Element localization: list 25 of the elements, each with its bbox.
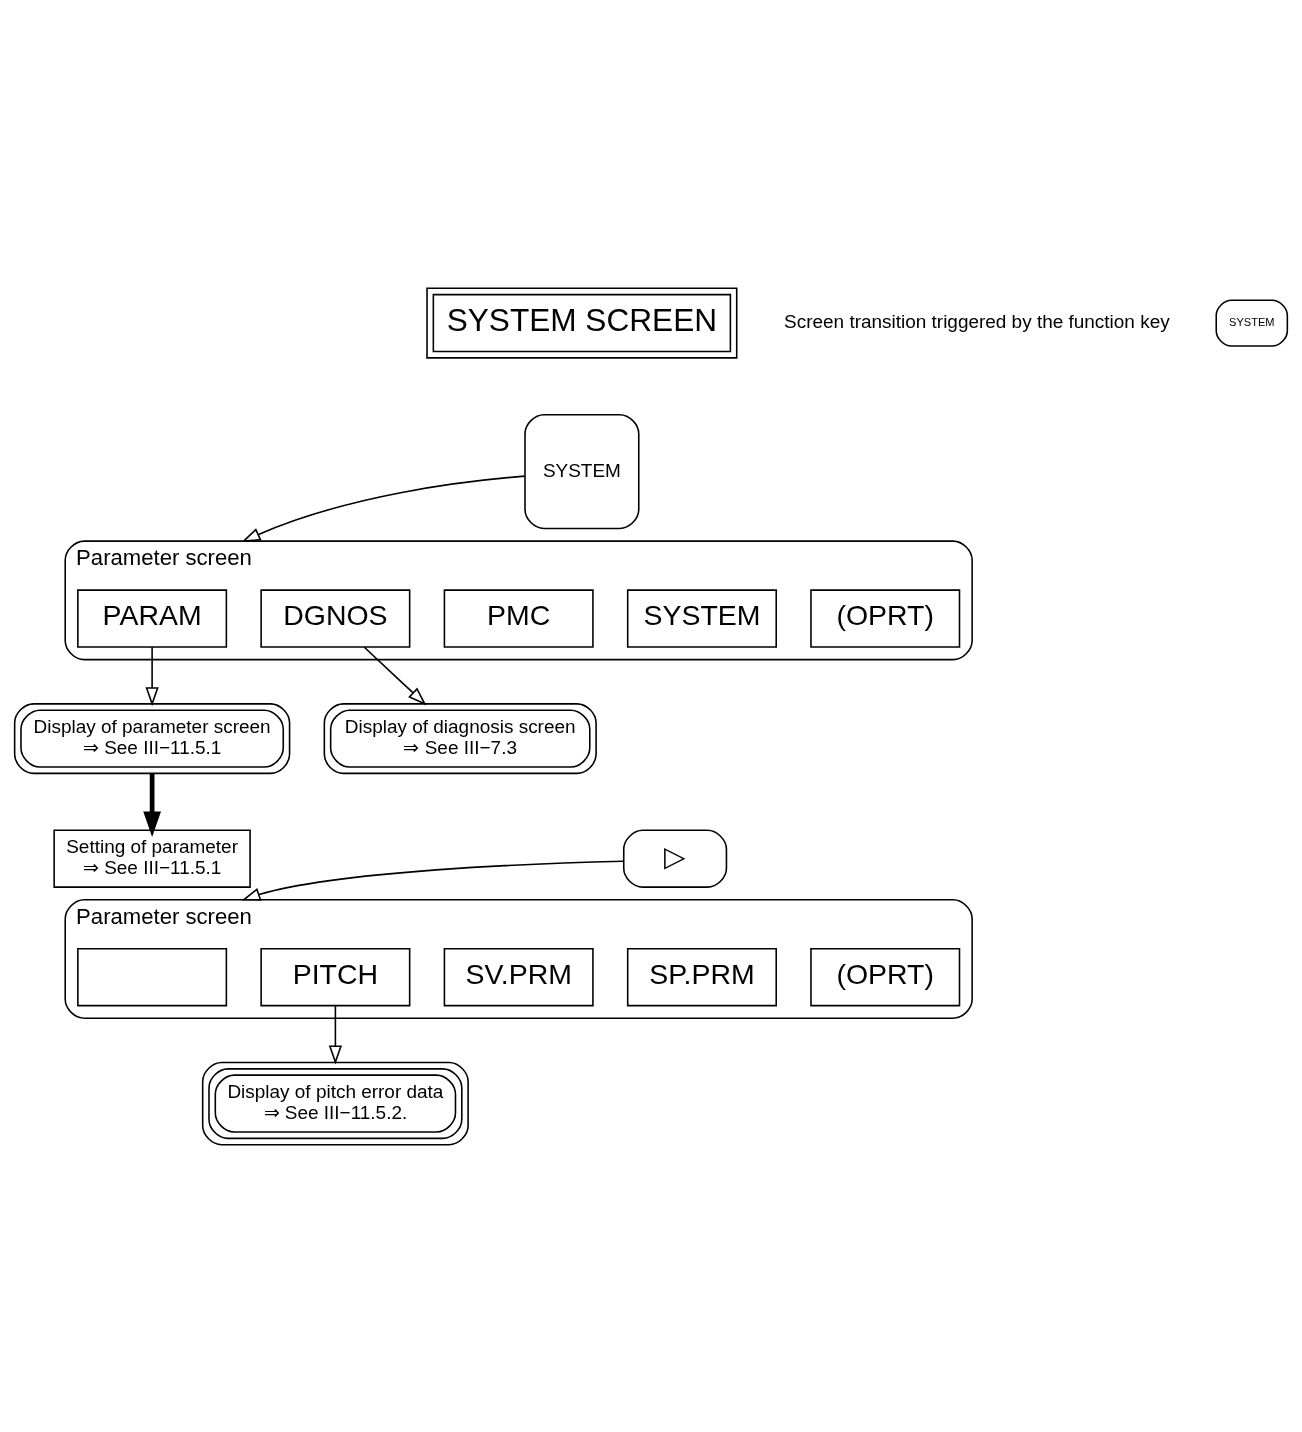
node-box: Display of pitch error data ⇒ See III−11.5.2. — [201, 1061, 469, 1145]
node-box: SV.PRM — [443, 947, 594, 1006]
node-box: SYSTEM — [524, 413, 640, 529]
node-box: Display of diagnosis screen ⇒ See III−7.3 — [323, 702, 597, 774]
node-box: PITCH — [260, 947, 411, 1006]
arrow — [328, 1004, 343, 1064]
arrow — [363, 645, 427, 705]
arrow — [145, 645, 159, 706]
node-box: SP.PRM — [626, 947, 777, 1006]
arrow — [241, 859, 625, 901]
node-box: SYSTEM — [626, 588, 777, 648]
node-box: ▷ — [622, 828, 728, 888]
node-box: (OPRT) — [810, 947, 961, 1006]
node-box: (OPRT) — [810, 588, 961, 648]
node-box: Setting of parameter ⇒ See III−11.5.1 — [53, 828, 251, 888]
arrow — [143, 772, 161, 837]
node-box: PMC — [443, 588, 594, 648]
node-box: DGNOS — [260, 588, 411, 648]
node-box: SYSTEM — [1215, 298, 1289, 347]
node-box: PARAM — [77, 588, 228, 648]
node-box: SYSTEM SCREEN — [426, 287, 738, 359]
arrow — [241, 474, 526, 542]
node-box — [77, 947, 228, 1006]
node-box: Display of parameter screen ⇒ See III−11.5.1 — [13, 702, 291, 774]
label: Screen transition triggered by the function key — [784, 310, 1170, 332]
